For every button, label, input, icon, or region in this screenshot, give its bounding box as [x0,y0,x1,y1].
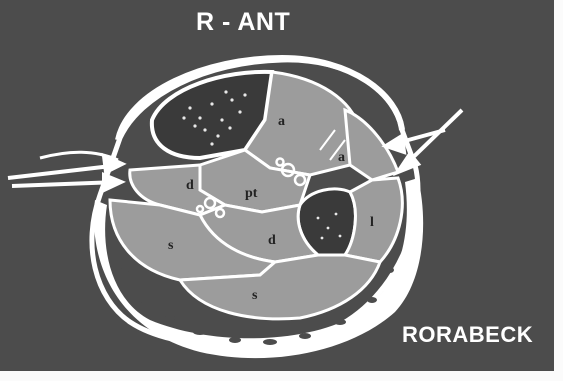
bottom-edge-margin [0,371,563,381]
region-label-d-left: d [186,178,194,194]
region-label-d-mid: d [268,233,276,249]
author-credit: RORABECK [402,322,533,348]
orientation-title: R - ANT [196,8,290,37]
right-edge-margin [554,0,563,381]
region-label-s-lower: s [252,288,257,304]
region-label-a-upper: a [278,114,285,130]
region-label-pt: pt [245,186,257,202]
region-label-a-right: a [338,150,345,166]
region-label-l: l [370,215,374,231]
region-label-s-left: s [168,238,173,254]
